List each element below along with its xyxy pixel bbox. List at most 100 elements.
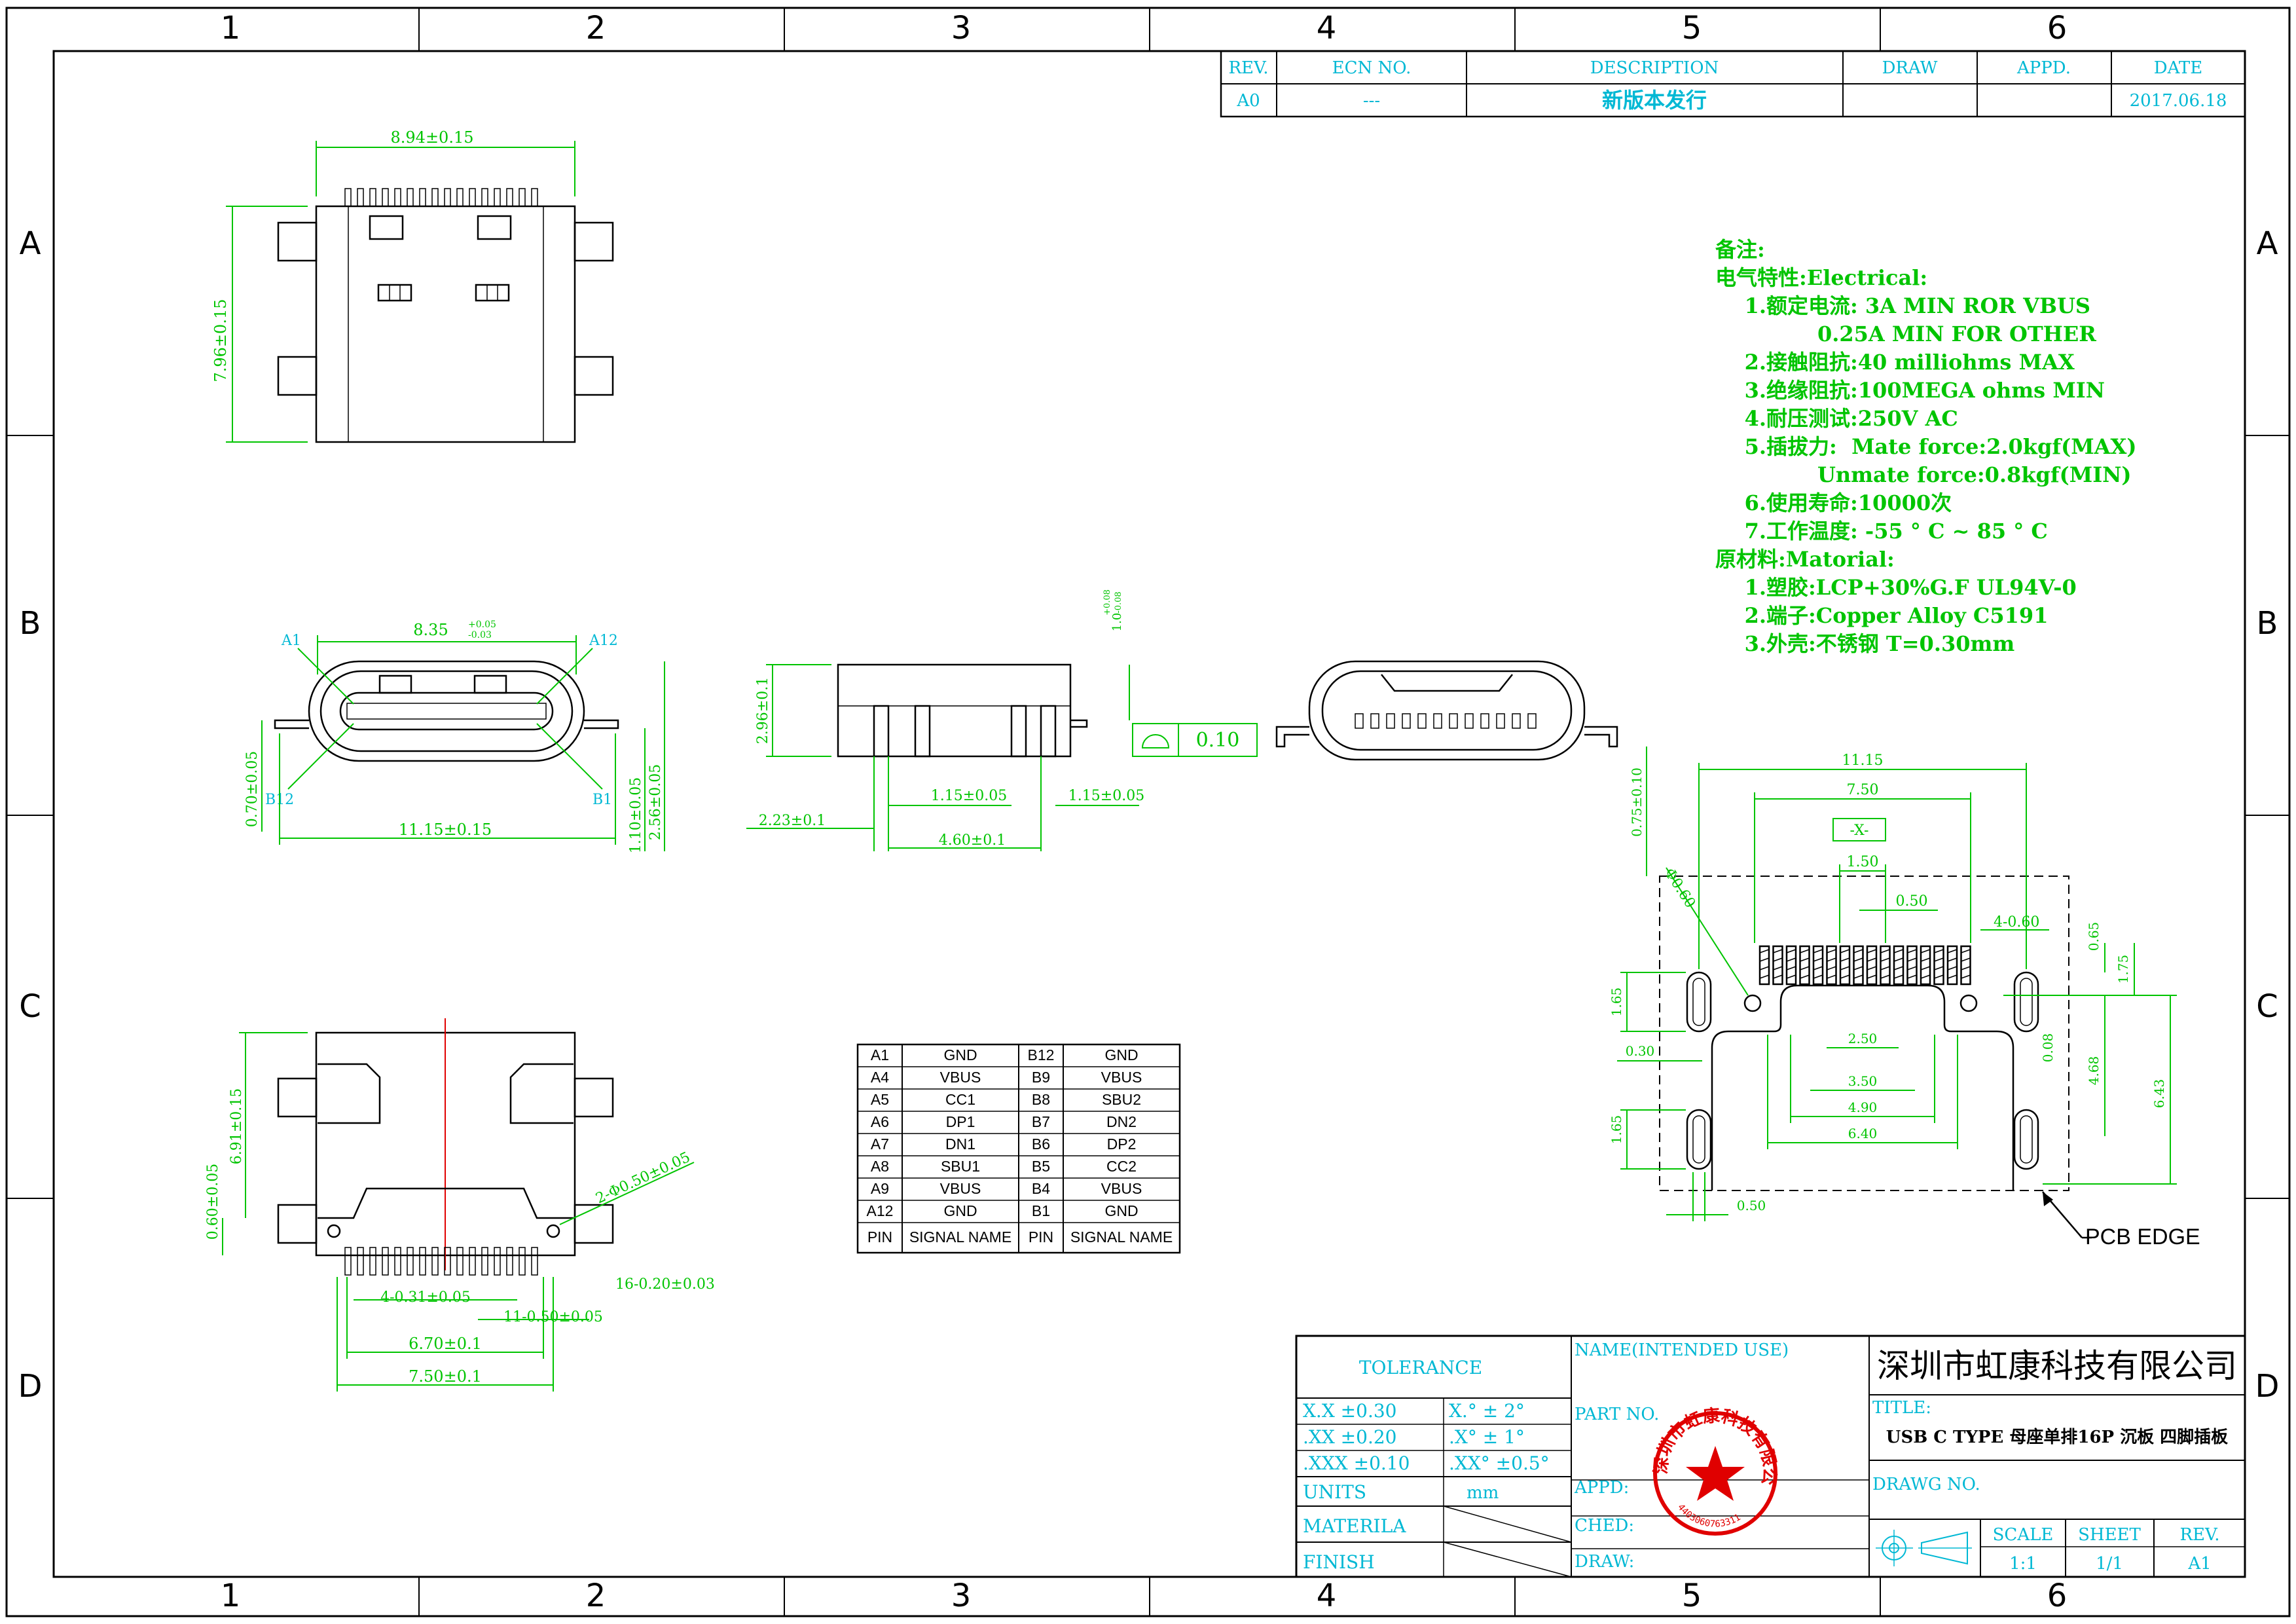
pin-table-cell: B5 <box>1032 1158 1050 1175</box>
top-view: 8.94±0.15 7.96±0.15 <box>211 128 614 443</box>
pcb-d643: 6.43 <box>2151 1079 2167 1109</box>
scale-label: SCALE <box>1993 1525 2054 1545</box>
dim-top-width: 8.94±0.15 <box>391 128 474 147</box>
rev-header-ecn: ECN NO. <box>1332 58 1412 78</box>
dim-bottom-h1: 6.91±0.15 <box>228 1088 245 1164</box>
dim-side-d: 4.60±0.1 <box>939 832 1006 849</box>
description-value: 新版本发行 <box>1602 88 1707 113</box>
pcb-d490: 4.90 <box>1848 1099 1878 1115</box>
rev-header-rev: REV. <box>1228 58 1268 78</box>
note-line: 0.25A MIN FOR OTHER <box>1715 322 2096 346</box>
ched-label: CHED: <box>1575 1516 1634 1536</box>
company-name: 深圳市虹康科技有限公司 <box>1877 1347 2237 1385</box>
pin-table-cell: DN2 <box>1106 1113 1137 1130</box>
pcb-d008: 0.08 <box>2040 1033 2056 1063</box>
drawing-frame <box>5 7 2291 1617</box>
grid-col-label-top: 3 <box>951 10 972 46</box>
dim-front-width-tol-dn: -0.03 <box>468 630 492 640</box>
pin-table-cell: B8 <box>1032 1091 1050 1108</box>
pcb-d350: 3.50 <box>1848 1073 1878 1089</box>
pin-table-cell: DP1 <box>946 1113 975 1130</box>
pcb-d250: 2.50 <box>1848 1031 1878 1046</box>
grid-col-label-bottom: 6 <box>2047 1578 2068 1614</box>
pin-table-cell: A6 <box>871 1113 889 1130</box>
dim-side-b: 1.15±0.05 <box>1068 788 1144 804</box>
grid-row-label-right: C <box>2256 988 2278 1025</box>
dim-front-width: 8.35 <box>413 621 448 639</box>
grid-row-label-left: B <box>20 605 41 642</box>
pin-table-cell: VBUS <box>1101 1180 1142 1197</box>
dim-front-h1: 1.10±0.05 <box>628 777 644 853</box>
pcb-datum: -X- <box>1850 822 1869 839</box>
dim-front-foot: 0.70±0.05 <box>244 751 261 827</box>
note-line: 1.塑胶:LCP+30%G.F UL94V-0 <box>1715 575 2077 600</box>
pin-table-cell: SBU2 <box>1102 1091 1141 1108</box>
pin-table-cell: CC2 <box>1106 1158 1137 1175</box>
draw-label: DRAW: <box>1575 1552 1634 1572</box>
pin-table-cell: B7 <box>1032 1113 1050 1130</box>
grid-row-label-left: D <box>18 1368 43 1405</box>
dim-front-total: 11.15±0.15 <box>399 821 492 839</box>
scale-value: 1:1 <box>2009 1554 2037 1574</box>
date-value: 2017.06.18 <box>2130 91 2227 111</box>
pin-table-cell: B1 <box>1032 1202 1050 1219</box>
grid-col-label-top: 4 <box>1317 10 1337 46</box>
rev-header-appd: APPD. <box>2016 58 2071 78</box>
pcb-pitch: 0.50 <box>1896 893 1928 910</box>
bottom-view: 6.91±0.15 0.60±0.05 2-Φ0.50±0.05 16-0.20… <box>205 1018 715 1392</box>
rev-label: REV. <box>2179 1525 2219 1545</box>
note-line: 6.使用寿命:10000次 <box>1715 490 1952 515</box>
note-line: 5.插拔力: Mate force:2.0kgf(MAX) <box>1715 434 2136 459</box>
pin-table-cell: A8 <box>871 1158 889 1175</box>
grid-row-label-right: B <box>2257 605 2278 642</box>
dim-front-width-tol-up: +0.05 <box>468 619 496 630</box>
pin-table-header: PIN <box>1029 1228 1053 1246</box>
pin-table-cell: B4 <box>1032 1180 1050 1197</box>
pin-table-cell: A5 <box>871 1091 889 1108</box>
pin-table-cell: GND <box>943 1202 977 1219</box>
dim-side-t-dn: -0.08 <box>1114 591 1123 613</box>
pin-table-cell: VBUS <box>1101 1069 1142 1086</box>
side-view: 2.96±0.1 1.0 +0.08 -0.08 1.15±0.05 1.15±… <box>746 589 1258 851</box>
pcb-d050: 0.50 <box>1737 1198 1766 1213</box>
pin-table-cell: VBUS <box>940 1069 981 1086</box>
electrical-notes: 备注:电气特性:Electrical: 1.额定电流: 3A MIN ROR V… <box>1715 237 2136 656</box>
pcb-d175: 1.75 <box>2115 955 2131 984</box>
pcb-d075: 0.75±0.10 <box>1629 767 1645 837</box>
grid-row-label-right: A <box>2257 225 2278 262</box>
seal-text: 深圳市虹康科技有限公司 <box>0 0 1779 1486</box>
label-b1: B1 <box>592 792 612 808</box>
tol-angle-3: .XX° ±0.5° <box>1449 1452 1550 1474</box>
pin-table-cell: VBUS <box>940 1180 981 1197</box>
units-value: mm <box>1467 1483 1499 1503</box>
dim-bottom-h2: 0.60±0.05 <box>205 1164 221 1240</box>
tolerance-label: TOLERANCE <box>1359 1357 1482 1378</box>
finish-label: FINISH <box>1303 1551 1375 1573</box>
dim-side-t: 1.0 <box>1110 613 1124 632</box>
label-a1: A1 <box>281 633 301 649</box>
pin-table-cell: DP2 <box>1107 1135 1137 1153</box>
grid-col-label-top: 1 <box>221 10 241 46</box>
pin-table-cell: CC1 <box>945 1091 975 1108</box>
company-seal: 深圳市虹康科技有限公司 4403060763311 <box>0 0 1779 1536</box>
note-line: 1.额定电流: 3A MIN ROR VBUS <box>1715 293 2090 318</box>
pin-table-header: SIGNAL NAME <box>909 1228 1011 1246</box>
projection-symbol-icon <box>1876 1530 1972 1566</box>
dim-bottom-w2: 7.50±0.1 <box>409 1367 482 1386</box>
note-line: 3.绝缘阻抗:100MEGA ohms MIN <box>1715 378 2105 403</box>
pin-table-cell: GND <box>1104 1046 1138 1063</box>
dim-bottom-w1: 6.70±0.1 <box>409 1335 482 1353</box>
pcb-dia: Φ0.60 <box>1661 866 1698 912</box>
pin-table-header: SIGNAL NAME <box>1070 1228 1173 1246</box>
appd-label: APPD: <box>1574 1478 1629 1498</box>
pin-table-cell: A1 <box>871 1046 889 1063</box>
grid-row-label-left: A <box>20 225 41 262</box>
flatness-value: 0.10 <box>1196 729 1240 752</box>
pin-table-cell: A7 <box>871 1135 889 1153</box>
title-value: USB C TYPE 母座单排16P 沉板 四脚插板 <box>1886 1427 2228 1447</box>
name-label: NAME(INTENDED USE) <box>1575 1340 1789 1360</box>
grid-col-label-top: 2 <box>586 10 606 46</box>
dim-side-c: 2.23±0.1 <box>759 813 826 829</box>
note-line: 2.接触阻抗:40 milliohms MAX <box>1715 350 2075 375</box>
